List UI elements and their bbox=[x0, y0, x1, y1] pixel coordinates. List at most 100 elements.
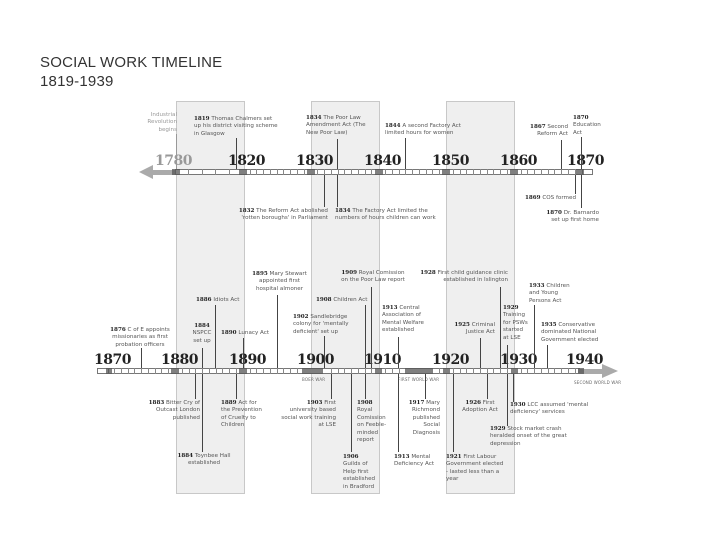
year-label-1880: 1880 bbox=[161, 352, 198, 368]
tick bbox=[487, 169, 488, 175]
year-label-1870-lower: 1870 bbox=[94, 352, 131, 368]
page-title: SOCIAL WORK TIMELINE 1819-1939 bbox=[40, 53, 222, 91]
shaded-band-3 bbox=[446, 101, 515, 494]
tick bbox=[392, 368, 393, 374]
event-1906: 1906 Guilds of Help first established in… bbox=[343, 454, 376, 490]
tick bbox=[188, 169, 189, 175]
tick bbox=[466, 368, 467, 374]
tick bbox=[121, 368, 122, 374]
tick bbox=[297, 169, 298, 175]
event-1917: 1917 Mary Richmond published Social Diag… bbox=[408, 400, 440, 436]
event-1928: 1928 First child guidance clinic establi… bbox=[420, 270, 508, 284]
tick bbox=[189, 368, 190, 374]
tick bbox=[250, 169, 251, 175]
tick bbox=[439, 169, 440, 175]
connector-line bbox=[324, 336, 325, 368]
tick bbox=[270, 368, 271, 374]
upper-arrow-shaft bbox=[150, 170, 178, 175]
tick bbox=[473, 169, 474, 175]
connector-line bbox=[195, 374, 196, 399]
connector-line bbox=[277, 295, 278, 368]
event-1929-crash: 1929 Stock market crash heralded onset o… bbox=[490, 426, 567, 447]
tick bbox=[229, 368, 230, 374]
year-label-1840: 1840 bbox=[364, 153, 401, 169]
tick bbox=[419, 169, 420, 175]
tick bbox=[155, 368, 156, 374]
event-1913-mental: 1913 Mental Deficiency Act bbox=[394, 454, 435, 468]
tick bbox=[527, 169, 528, 175]
shaded-band-1 bbox=[176, 101, 245, 494]
axis-marker bbox=[307, 169, 315, 175]
axis-marker bbox=[375, 368, 382, 374]
tick bbox=[568, 368, 569, 374]
tick bbox=[222, 368, 223, 374]
boer-war-label: BOER WAR bbox=[302, 377, 326, 382]
event-1921: 1921 First Labour Government elected - l… bbox=[446, 454, 504, 483]
tick bbox=[290, 368, 291, 374]
tick bbox=[168, 368, 169, 374]
tick bbox=[561, 368, 562, 374]
event-1870-barnardo: 1870 Dr. Barnardo set up first home bbox=[546, 210, 599, 224]
connector-line bbox=[398, 337, 399, 368]
connector-line bbox=[371, 287, 372, 368]
tick bbox=[521, 368, 522, 374]
event-1876: 1876 C of E appoints missionaries as fir… bbox=[110, 327, 170, 348]
tick bbox=[263, 368, 264, 374]
connector-line bbox=[480, 338, 481, 368]
tick bbox=[432, 169, 433, 175]
connector-line bbox=[425, 374, 426, 399]
year-label-1860: 1860 bbox=[500, 153, 537, 169]
tick bbox=[283, 169, 284, 175]
tick bbox=[365, 368, 366, 374]
first-world-war-bar bbox=[405, 368, 433, 374]
connector-line bbox=[236, 374, 237, 399]
event-1908-children: 1908 Children Act bbox=[316, 297, 368, 303]
tick bbox=[473, 368, 474, 374]
tick bbox=[554, 368, 555, 374]
axis-marker bbox=[171, 368, 179, 374]
axis-marker bbox=[172, 169, 180, 175]
title-line-1: SOCIAL WORK TIMELINE bbox=[40, 54, 223, 71]
connector-line bbox=[561, 140, 562, 169]
connector-line bbox=[331, 374, 332, 399]
connector-line bbox=[243, 338, 244, 368]
tick bbox=[487, 368, 488, 374]
event-1819: 1819 Thomas Chalmers set up his district… bbox=[194, 116, 278, 137]
connector-line bbox=[534, 305, 535, 368]
tick bbox=[527, 368, 528, 374]
tick bbox=[541, 169, 542, 175]
tick bbox=[290, 169, 291, 175]
tick bbox=[453, 368, 454, 374]
tick bbox=[548, 169, 549, 175]
axis-marker bbox=[239, 368, 247, 374]
tick bbox=[534, 169, 535, 175]
event-1935: 1935 Conservative dominated National Gov… bbox=[541, 322, 599, 343]
event-1909: 1909 Royal Comission on the Poor Law rep… bbox=[341, 270, 405, 284]
tick bbox=[554, 169, 555, 175]
tick bbox=[385, 169, 386, 175]
tick bbox=[392, 169, 393, 175]
connector-line bbox=[337, 175, 338, 207]
shaded-band-2 bbox=[311, 101, 380, 494]
tick bbox=[236, 368, 237, 374]
year-label-1940: 1940 bbox=[566, 352, 603, 368]
event-1869: 1869 COS formed bbox=[524, 195, 576, 201]
tick bbox=[385, 368, 386, 374]
event-1926: 1926 First Adoption Act bbox=[462, 400, 498, 414]
tick bbox=[250, 368, 251, 374]
tick bbox=[209, 368, 210, 374]
connector-line bbox=[398, 374, 399, 452]
tick bbox=[202, 169, 203, 175]
tick bbox=[575, 368, 576, 374]
event-1929-training: 1929 Training for PSWs started at LSE bbox=[503, 305, 528, 341]
tick bbox=[541, 368, 542, 374]
tick bbox=[507, 169, 508, 175]
event-1925: 1925 Criminal Justice Act bbox=[454, 322, 495, 336]
event-1844: 1844 A second Factory Act limited hours … bbox=[385, 123, 461, 137]
tick bbox=[507, 368, 508, 374]
tick bbox=[568, 169, 569, 175]
event-1867: 1867 Second Reform Act bbox=[530, 124, 568, 138]
connector-line bbox=[202, 374, 203, 452]
tick bbox=[317, 169, 318, 175]
tick bbox=[460, 169, 461, 175]
